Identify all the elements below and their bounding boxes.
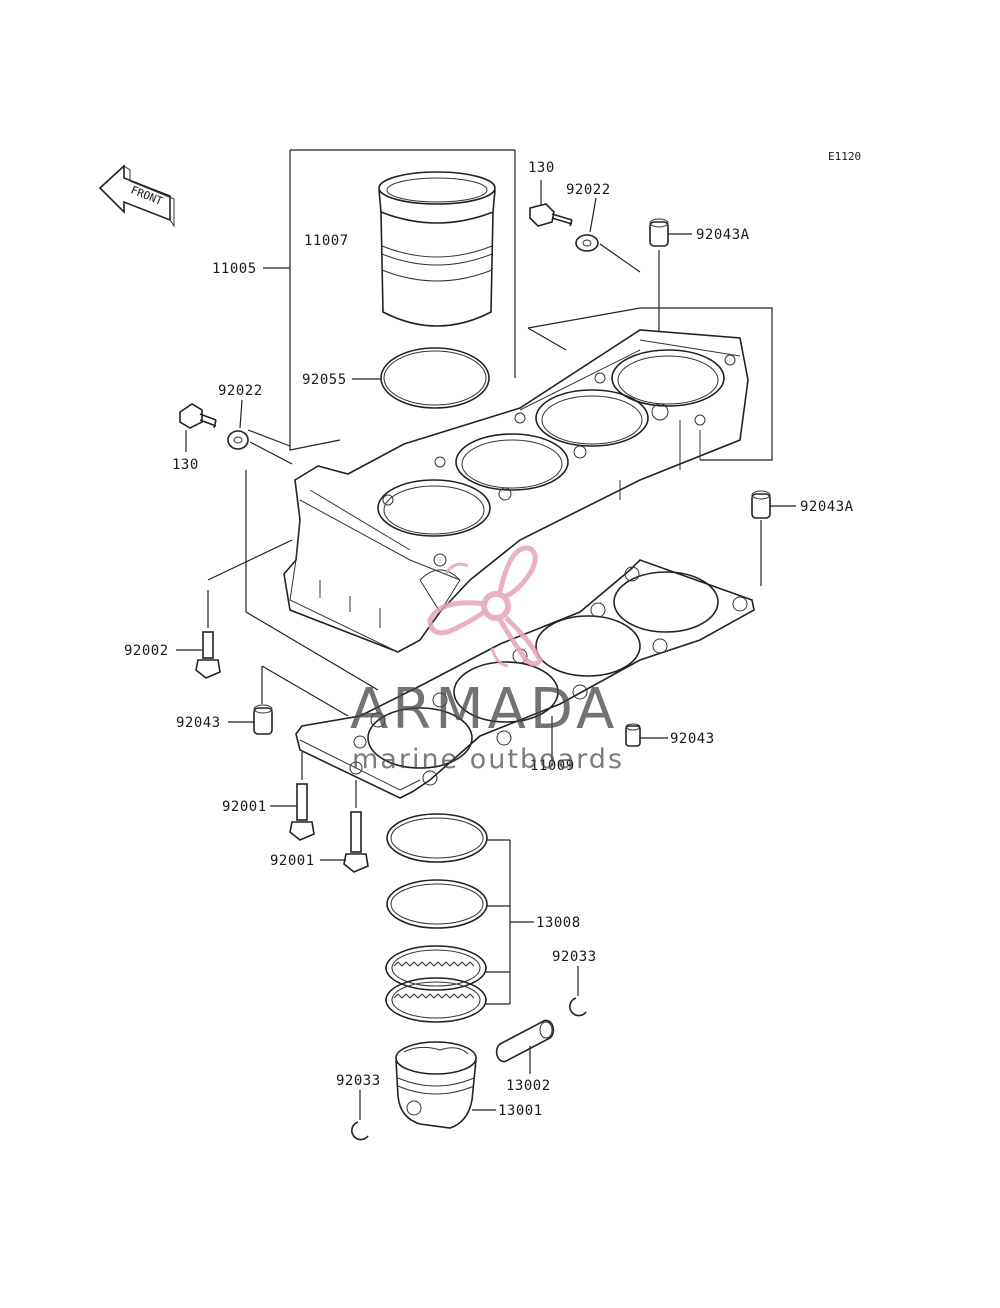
dowel-92043-right — [625, 723, 668, 747]
bolt-130-top — [529, 180, 573, 227]
bolt-92001-b — [320, 780, 369, 873]
front-arrow-icon: FRONT — [98, 164, 175, 228]
cylinder-block — [283, 329, 749, 653]
label-13002: 13002 — [506, 1078, 551, 1094]
dowel-92043-left — [228, 665, 349, 735]
label-92022-top: 92022 — [566, 182, 611, 198]
label-13001: 13001 — [498, 1103, 543, 1119]
label-130-top: 130 — [528, 160, 555, 176]
head-gasket-11009 — [295, 559, 755, 799]
circlip-92033-left — [351, 1090, 369, 1141]
oil-ring-assembly — [385, 945, 487, 1023]
circlip-92033-right — [569, 966, 587, 1017]
label-92043A-right: 92043A — [800, 499, 854, 515]
o-ring-92055 — [380, 347, 490, 409]
label-92043A-top: 92043A — [696, 227, 750, 243]
label-92002: 92002 — [124, 643, 169, 659]
bracket-13008 — [486, 839, 534, 1005]
bolt-92002 — [176, 539, 293, 679]
cylinder-liner-11007 — [378, 171, 496, 327]
label-11007: 11007 — [304, 233, 349, 249]
label-11005: 11005 — [212, 261, 257, 277]
label-92055: 92055 — [302, 372, 347, 388]
label-92033-right: 92033 — [552, 949, 597, 965]
washer-92022-top — [575, 197, 641, 273]
label-92001-b: 92001 — [270, 853, 315, 869]
label-92043-right: 92043 — [670, 731, 715, 747]
bracket-block — [245, 307, 773, 691]
bracket-11005 — [263, 149, 516, 451]
label-92043-left: 92043 — [176, 715, 221, 731]
label-13008: 13008 — [536, 915, 581, 931]
piston-ring-top — [386, 813, 488, 863]
bolt-130-left — [179, 403, 217, 452]
piston-pin-13002 — [495, 1019, 555, 1074]
watermark-brand: ARMADA — [350, 677, 618, 742]
watermark-logo-icon — [427, 545, 543, 668]
label-92022-left: 92022 — [218, 383, 263, 399]
piston-ring-second — [386, 879, 488, 929]
label-92001-a: 92001 — [222, 799, 267, 815]
diagram-code: E1120 — [828, 150, 861, 163]
piston-13001 — [395, 1041, 496, 1129]
label-130-left: 130 — [172, 457, 199, 473]
watermark-tagline: marine outboards — [352, 744, 624, 775]
label-92033-left: 92033 — [336, 1073, 381, 1089]
bolt-92001-a — [270, 752, 315, 841]
label-11009: 11009 — [530, 758, 575, 774]
washer-92022-left — [227, 399, 293, 465]
dowel-92043A-right — [751, 490, 796, 586]
